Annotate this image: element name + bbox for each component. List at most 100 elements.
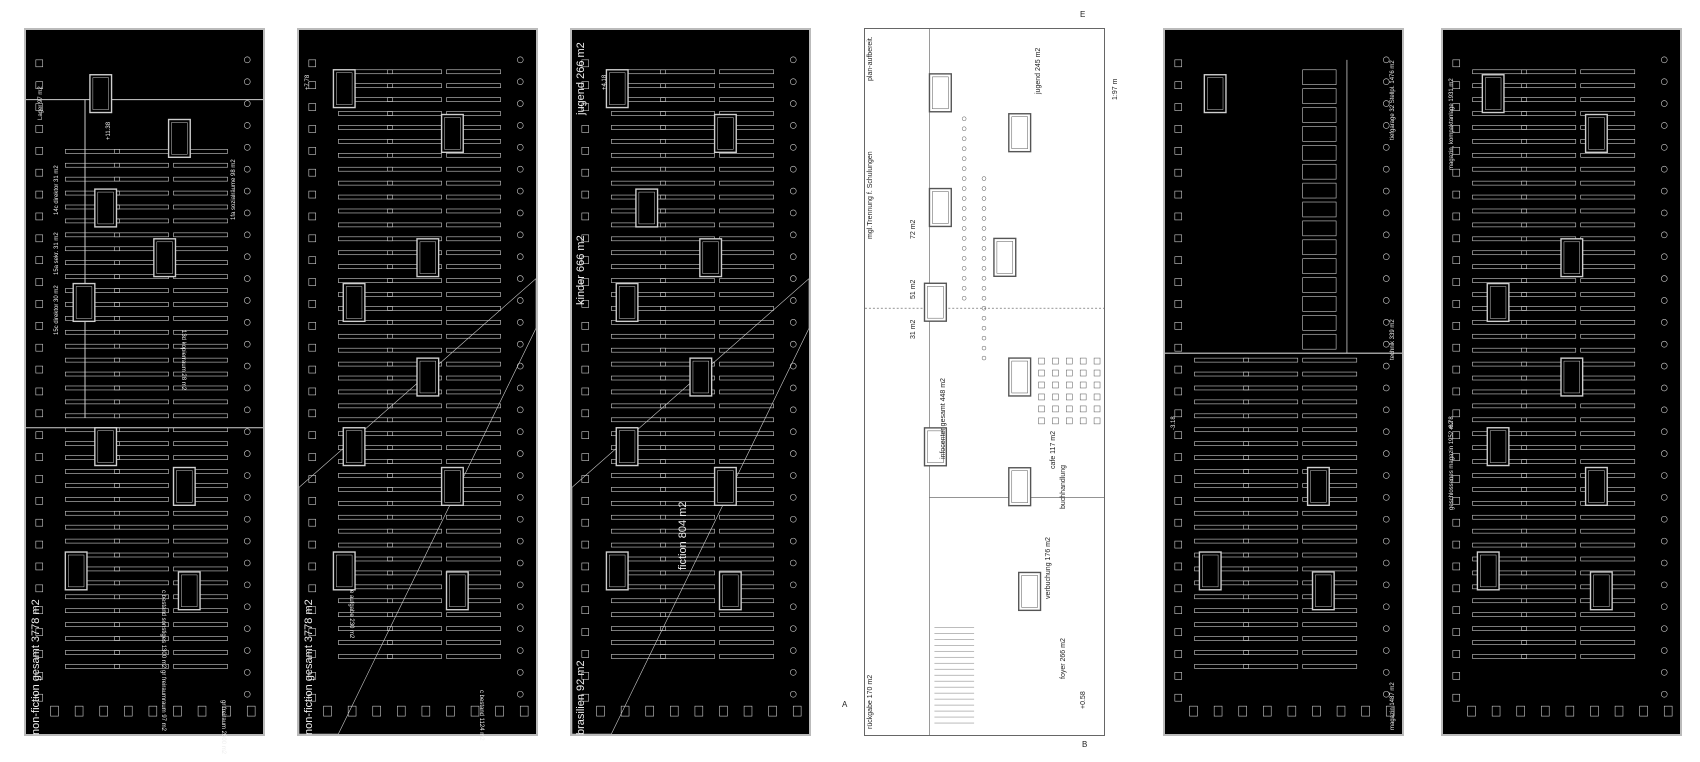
shelf bbox=[1243, 441, 1299, 446]
shelf bbox=[1472, 375, 1527, 381]
chair bbox=[244, 56, 251, 64]
chair bbox=[1383, 515, 1390, 523]
shelf bbox=[1302, 636, 1358, 641]
room-label: c bestand sonstiges 1300 m2 bbox=[160, 590, 166, 669]
shelf bbox=[65, 149, 120, 154]
shelf bbox=[611, 473, 666, 478]
shelf bbox=[1521, 459, 1577, 464]
workstation bbox=[173, 705, 182, 717]
chair bbox=[1383, 122, 1390, 129]
chair bbox=[1383, 406, 1390, 414]
stair-core bbox=[615, 282, 639, 323]
stair-core bbox=[72, 282, 96, 323]
shelf bbox=[173, 288, 228, 293]
shelf bbox=[719, 528, 774, 534]
shelf bbox=[1521, 208, 1577, 214]
shelf bbox=[114, 232, 169, 238]
stair-core bbox=[440, 113, 464, 154]
shelf bbox=[1302, 622, 1358, 627]
workstation bbox=[74, 705, 84, 717]
chair bbox=[517, 100, 524, 107]
seat bbox=[581, 81, 590, 89]
seat bbox=[308, 431, 317, 439]
shelf bbox=[114, 580, 169, 586]
shelf bbox=[1580, 153, 1636, 158]
shelf bbox=[338, 166, 393, 172]
workstation bbox=[1639, 705, 1648, 717]
shelf bbox=[338, 153, 393, 158]
shelf bbox=[719, 222, 774, 228]
cafe-table bbox=[1038, 369, 1045, 377]
workstation bbox=[246, 705, 256, 717]
shelf bbox=[65, 455, 120, 460]
shelf bbox=[1472, 153, 1527, 158]
shelf bbox=[338, 222, 393, 228]
cafe-table bbox=[1066, 369, 1073, 377]
chair bbox=[1661, 472, 1668, 479]
stair-core bbox=[928, 187, 952, 228]
seat bbox=[35, 606, 44, 614]
chair bbox=[790, 384, 797, 392]
chair bbox=[790, 669, 797, 676]
shelf bbox=[1521, 473, 1577, 478]
seat bbox=[1452, 147, 1461, 155]
seat bbox=[35, 628, 44, 636]
seat bbox=[35, 672, 44, 680]
chair bbox=[1661, 647, 1668, 654]
parking-car bbox=[1302, 201, 1337, 218]
shelf bbox=[387, 654, 442, 659]
chair bbox=[517, 450, 524, 457]
shelf bbox=[65, 441, 120, 446]
chair bbox=[1661, 494, 1668, 501]
chair bbox=[981, 276, 987, 281]
seat bbox=[1174, 518, 1183, 527]
scale-label: 1:97 m bbox=[1112, 78, 1119, 100]
seat bbox=[1174, 300, 1183, 308]
workstation bbox=[1467, 705, 1476, 717]
shelf bbox=[114, 162, 169, 168]
shelf bbox=[387, 403, 442, 409]
shelf bbox=[660, 125, 715, 130]
parking-car bbox=[1302, 315, 1337, 331]
seat bbox=[1452, 584, 1461, 593]
seat bbox=[35, 81, 44, 89]
chair bbox=[961, 256, 967, 261]
room-label: Lager 97 m2 bbox=[38, 86, 44, 120]
seat bbox=[581, 147, 590, 155]
chair bbox=[790, 122, 797, 129]
seat bbox=[35, 497, 44, 505]
shelf bbox=[1521, 180, 1577, 186]
stair-core-inner bbox=[1011, 116, 1028, 149]
shelf bbox=[719, 320, 774, 325]
shelf bbox=[1194, 357, 1249, 363]
shelf bbox=[719, 69, 774, 75]
shelf bbox=[1243, 664, 1299, 669]
shelf bbox=[114, 329, 169, 335]
stair-core-inner bbox=[1489, 286, 1507, 319]
shelf bbox=[65, 399, 120, 405]
shelf bbox=[719, 83, 774, 88]
shelf bbox=[1580, 626, 1636, 631]
seat bbox=[581, 672, 590, 680]
chair bbox=[981, 305, 987, 311]
shelf bbox=[387, 111, 442, 116]
seat bbox=[1174, 278, 1183, 286]
stair-core bbox=[923, 282, 948, 322]
shelf bbox=[1472, 542, 1527, 548]
shelf bbox=[1521, 626, 1577, 631]
shelf bbox=[1521, 403, 1577, 409]
workstation bbox=[768, 705, 777, 717]
seat bbox=[308, 81, 317, 89]
seat bbox=[308, 693, 317, 702]
shelf bbox=[1580, 264, 1636, 269]
seat bbox=[581, 431, 590, 439]
stair-core bbox=[635, 188, 659, 228]
shelf bbox=[611, 264, 666, 269]
shelf bbox=[660, 417, 715, 423]
chair bbox=[961, 216, 967, 221]
stair-core bbox=[342, 427, 366, 467]
shelf bbox=[446, 528, 501, 534]
stair-core bbox=[615, 427, 639, 467]
seat bbox=[1452, 190, 1461, 199]
chair bbox=[961, 166, 967, 171]
